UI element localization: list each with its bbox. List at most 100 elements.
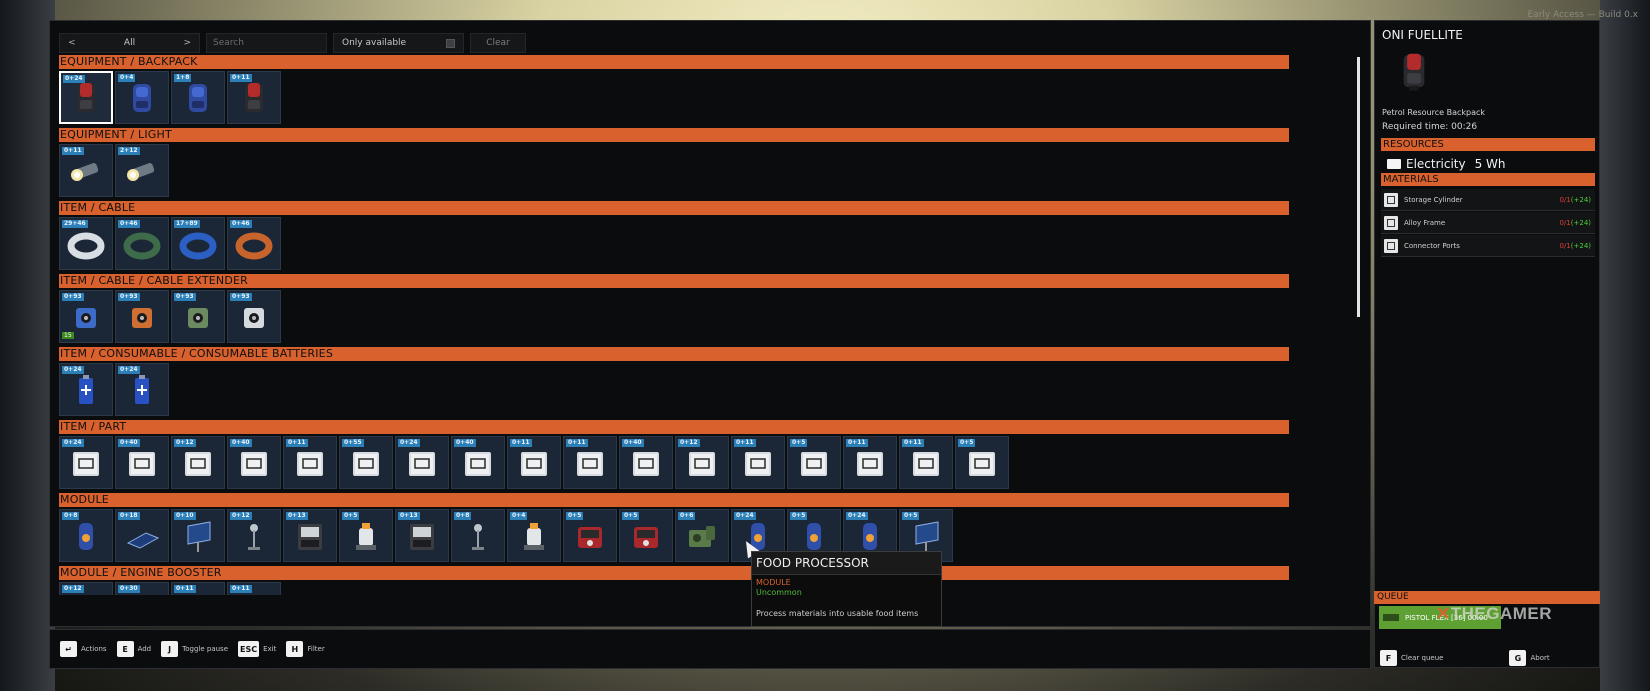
item-tile[interactable]: 0+5 — [955, 436, 1009, 489]
item-tile[interactable]: 0+93 — [115, 290, 169, 343]
item-tile[interactable]: 1+8 — [171, 71, 225, 124]
item-count-badge: 0+13 — [286, 512, 308, 520]
category-filter[interactable]: < All > — [59, 33, 200, 53]
item-owned-badge: 15 — [62, 332, 74, 339]
search-field[interactable] — [206, 33, 327, 53]
hint-add[interactable]: E Add — [116, 641, 151, 657]
build-label: Early Access — Build 0.x — [1527, 10, 1639, 20]
clear-button[interactable]: Clear — [470, 33, 526, 53]
item-count-badge: 1+8 — [174, 74, 192, 82]
generator-icon — [634, 526, 658, 548]
item-tile[interactable]: 0+30 — [115, 582, 169, 595]
item-tile[interactable]: 0+18 — [115, 509, 169, 562]
item-tile[interactable]: 0+24 — [395, 436, 449, 489]
item-count-badge: 0+55 — [342, 439, 364, 447]
item-tile[interactable]: 0+24 — [59, 436, 113, 489]
item-tile[interactable]: 0+24 — [59, 363, 113, 416]
red-backpack-icon — [245, 82, 263, 112]
item-tile[interactable]: 0+13 — [283, 509, 337, 562]
category-header: ITEM / CABLE — [59, 201, 1289, 215]
hint-abort[interactable]: G Abort — [1509, 650, 1550, 666]
item-count-badge: 0+40 — [622, 439, 644, 447]
generator-icon — [578, 526, 602, 548]
item-tile[interactable]: 0+11 — [283, 436, 337, 489]
item-count-badge: 0+11 — [174, 585, 196, 593]
item-tile[interactable]: 0+40 — [227, 436, 281, 489]
toolbar: < All > Only available Clear — [59, 33, 526, 53]
item-tile[interactable]: 0+8 — [451, 509, 505, 562]
item-tile[interactable]: 0+5 — [619, 509, 673, 562]
hint-exit[interactable]: ESC Exit — [238, 641, 276, 657]
item-count-badge: 0+46 — [118, 220, 140, 228]
item-tile[interactable]: 0+8 — [59, 509, 113, 562]
item-tile[interactable]: 0+13 — [395, 509, 449, 562]
item-tile[interactable]: 0+46 — [227, 217, 281, 270]
item-count-badge: 0+5 — [342, 512, 360, 520]
storage-cylinder-icon — [1384, 192, 1398, 207]
item-tile[interactable]: 0+11 — [507, 436, 561, 489]
category-scrollbar[interactable] — [1357, 57, 1360, 317]
item-tile[interactable]: 0+12 — [171, 436, 225, 489]
battery-icon — [135, 374, 149, 404]
item-tile[interactable]: 0+40 — [451, 436, 505, 489]
part-crate-icon — [465, 451, 491, 476]
item-tile[interactable]: 0+11 — [731, 436, 785, 489]
item-tile[interactable]: 0+11 — [899, 436, 953, 489]
item-tile[interactable]: 0+40 — [619, 436, 673, 489]
item-tile[interactable]: 2+12 — [115, 144, 169, 197]
hint-toggle-pause[interactable]: J Toggle pause — [161, 641, 228, 657]
filter-next-icon[interactable]: > — [183, 38, 191, 48]
item-tile[interactable]: 0+93 — [227, 290, 281, 343]
resources-header: RESOURCES — [1381, 138, 1595, 151]
thegamer-watermark: ✕THEGAMER — [1436, 604, 1553, 623]
filter-prev-icon[interactable]: < — [68, 38, 76, 48]
item-tile[interactable]: 0+6 — [675, 509, 729, 562]
item-tile[interactable]: 0+5 — [339, 509, 393, 562]
item-count-badge: 2+12 — [118, 147, 140, 155]
materials-header: MATERIALS — [1381, 173, 1595, 186]
item-tile[interactable]: 0+10 — [171, 509, 225, 562]
item-tile[interactable]: 0+11 — [563, 436, 617, 489]
item-tile[interactable]: 0+93 — [171, 290, 225, 343]
filter-value: All — [123, 38, 136, 48]
category-items-row: 0+11 2+12 — [59, 144, 1351, 197]
part-crate-icon — [689, 451, 715, 476]
item-tile[interactable]: 0+12 — [675, 436, 729, 489]
item-tile[interactable]: 0+4 — [115, 71, 169, 124]
item-tile[interactable]: 0+11 — [227, 582, 281, 595]
item-tile[interactable]: 0+24 — [59, 71, 113, 124]
item-tile[interactable]: 0+12 — [227, 509, 281, 562]
item-tile[interactable]: 0+5 — [563, 509, 617, 562]
item-tile[interactable]: 0+11 — [59, 144, 113, 197]
item-tooltip: FOOD PROCESSOR MODULE Uncommon Process m… — [751, 551, 942, 627]
item-tile[interactable]: 0+11 — [843, 436, 897, 489]
item-tile[interactable]: 0+12 — [59, 582, 113, 595]
background-wall-right — [1600, 0, 1650, 691]
item-tile[interactable]: 0+11 — [171, 582, 225, 595]
item-tile[interactable]: 0+5 — [787, 436, 841, 489]
material-name: Alloy Frame — [1404, 218, 1446, 227]
solar-panel-flat-icon — [126, 531, 160, 549]
hint-filter[interactable]: H Filter — [286, 641, 325, 657]
queue-item[interactable]: PISTOL FLEX [36] 00:00 — [1379, 606, 1501, 629]
only-available-checkbox[interactable] — [446, 38, 455, 48]
alloy-frame-icon — [1384, 215, 1398, 230]
item-tile[interactable]: 29+46 — [59, 217, 113, 270]
item-tile[interactable]: 0+46 — [115, 217, 169, 270]
item-tile[interactable]: 0+11 — [227, 71, 281, 124]
item-count-badge: 0+24 — [63, 75, 85, 83]
item-tile[interactable]: 0+55 — [339, 436, 393, 489]
search-input[interactable] — [213, 38, 320, 48]
item-tile[interactable]: 17+89 — [171, 217, 225, 270]
item-tile[interactable]: 0+4 — [507, 509, 561, 562]
material-row: Connector Ports 0/1(+24) — [1381, 235, 1595, 257]
item-count-badge: 0+11 — [510, 439, 532, 447]
item-tile[interactable]: 0+24 — [115, 363, 169, 416]
hint-clear-queue[interactable]: F Clear queue — [1380, 650, 1443, 666]
background-wall-left — [0, 0, 55, 691]
item-tile[interactable]: 0+40 — [115, 436, 169, 489]
hint-actions[interactable]: ↵ Actions — [60, 641, 107, 657]
only-available-toggle[interactable]: Only available — [333, 33, 464, 53]
category-header: MODULE — [59, 493, 1289, 507]
